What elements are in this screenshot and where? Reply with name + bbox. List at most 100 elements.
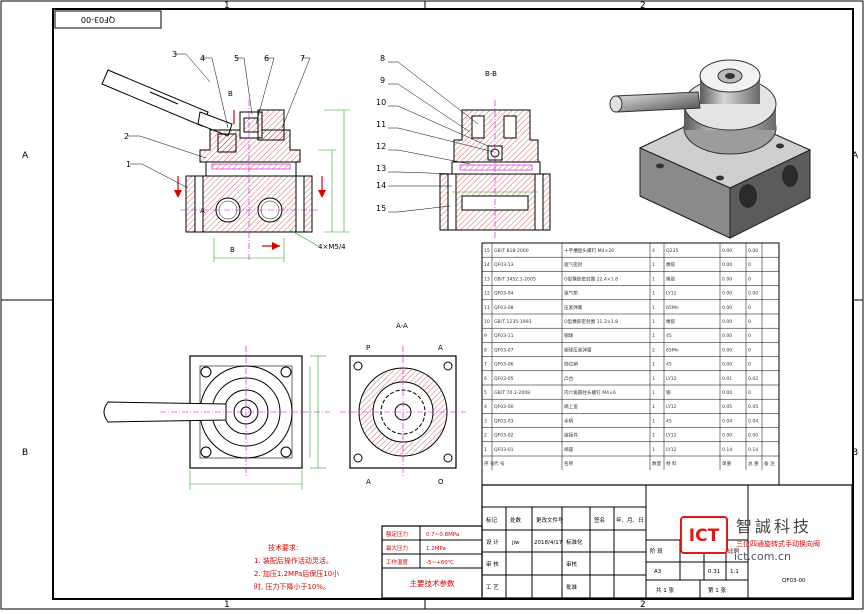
param-label-3: 工作温度 — [386, 558, 409, 566]
top-view — [103, 346, 330, 490]
bom-cell-name: 连接件 — [564, 432, 578, 439]
bom-cell-no: 7 — [484, 362, 487, 368]
bom-cell-no: 15 — [484, 248, 490, 254]
param-value-2: 1.2MPa — [426, 546, 446, 552]
tb-scale: 比例 — [728, 547, 740, 555]
balloon-11: 11 — [376, 120, 386, 129]
bom-cell-no: 8 — [484, 347, 487, 353]
bom-cell-code: QF03-11 — [494, 333, 514, 339]
bom-cell-unit: 0.14 — [722, 447, 732, 453]
bom-cell-code: GB/T 3452.1-2005 — [494, 276, 536, 282]
bom-cell-no: 5 — [484, 390, 487, 396]
bom-cell-total: 0 — [748, 276, 751, 282]
balloon-5: 5 — [234, 54, 239, 63]
balloon-13: 13 — [376, 164, 386, 173]
bom-cell-code: GB/T 818-2000 — [494, 248, 529, 254]
bom-cell-material: 45 — [666, 418, 672, 424]
bom-cell-material: LY12 — [666, 447, 677, 453]
bom-cell-unit: 0.04 — [722, 418, 732, 424]
bom-cell-name: 压紧弹簧 — [564, 304, 583, 311]
bom-cell-material: Q235 — [666, 248, 678, 254]
bom-cell-total: 0.04 — [748, 418, 758, 424]
bom-cell-unit: 0.00 — [722, 305, 732, 311]
thread-callout: 4×M5/4 — [318, 243, 346, 251]
code-stamp-box — [54, 10, 162, 29]
bom-cell-total: 0 — [748, 362, 751, 368]
bom-cell-total: 0.02 — [748, 376, 758, 382]
tb-scale-value: 1:1 — [730, 569, 739, 575]
balloon-1: 1 — [126, 160, 131, 169]
bom-cell-code: QF03-06 — [494, 362, 514, 368]
bom-cell-qty: 1 — [652, 333, 655, 339]
tb-size: A3 — [654, 569, 662, 575]
balloon-2: 2 — [124, 132, 129, 141]
bom-cell-material: 钢 — [666, 389, 671, 396]
tb-standard: 标准化 — [566, 538, 583, 546]
bom-header-qty: 数量 — [652, 460, 662, 467]
zone-top-2: 2 — [640, 1, 646, 11]
bom-cell-name: 驱气密封 — [564, 261, 583, 268]
bom-cell-code: QF03-08 — [494, 305, 514, 311]
bom-header-material: 材 料 — [666, 460, 677, 467]
bom-cell-material: 45 — [666, 333, 672, 339]
balloon-10: 10 — [376, 98, 386, 107]
watermark-tagline: 三位四通旋转式手动换向阀 — [736, 539, 820, 548]
bom-cell-name: 手柄 — [564, 417, 574, 424]
param-label-2: 最大压力 — [386, 544, 408, 552]
zone-right-b: B — [852, 448, 858, 458]
title-block: 标记 处数 更改文件号 签名 年、月、日 设 计 jiw 2018/4/17 标… — [481, 484, 853, 599]
bom-header-name: 名称 — [564, 460, 574, 467]
notes-title: 技术要求: — [268, 543, 298, 552]
tb-sign: 签名 — [594, 516, 605, 524]
technical-notes: 技术要求: 1. 装配后操作活动灵活。 2. 加压1.2MPa后保压10小 时,… — [254, 543, 339, 591]
bom-cell-qty: 1 — [652, 319, 655, 325]
balloon-14: 14 — [376, 181, 386, 190]
cut-marker-b2: B — [230, 246, 235, 254]
tb-review-2: 审核 — [566, 560, 578, 568]
bom-cell-qty: 4 — [652, 248, 655, 254]
bom-cell-material: LY12 — [666, 433, 677, 439]
bom-cell-unit: 0.01 — [722, 376, 732, 382]
section-aa-title: A-A — [396, 322, 408, 330]
watermark-logo: ICT — [689, 526, 720, 546]
bom-cell-material: 65Mn — [666, 347, 679, 353]
tb-design-date: 2018/4/17 — [534, 540, 563, 546]
param-title: 主要技术参数 — [410, 578, 455, 588]
bom-cell-name: 凸台 — [564, 375, 574, 382]
bom-cell-name: 内六角圆柱头螺钉 M4×6 — [564, 389, 616, 396]
bom-cell-name: 挡位销 — [564, 361, 578, 368]
bom-cell-unit: 0.00 — [722, 276, 732, 282]
bom-cell-total: 0 — [748, 333, 751, 339]
isometric-render — [609, 59, 812, 239]
tb-drawing-no: QF03-00 — [782, 578, 806, 584]
bom-cell-name: 钢球压紧弹簧 — [564, 346, 592, 353]
bom-cell-code: QF03-13 — [494, 262, 514, 268]
bom-cell-code: QF03-00 — [494, 404, 514, 410]
bom-cell-unit: 0.00 — [722, 262, 732, 268]
tb-sheets: 共 1 张 — [656, 586, 674, 594]
param-value-1: 0.7~0.8MPa — [426, 532, 459, 538]
bom-cell-material: 橡胶 — [666, 275, 676, 282]
bom-cell-code: QF03-03 — [494, 418, 514, 424]
bom-cell-no: 2 — [484, 433, 487, 439]
front-section-view: A 4×M5/4 B B — [101, 69, 350, 262]
bom-cell-material: LY12 — [666, 291, 677, 297]
balloon-12: 12 — [376, 142, 386, 151]
bom-cell-code: QF03-05 — [494, 376, 514, 382]
leaders-front — [128, 53, 311, 189]
code-stamp: QF03-00 — [81, 15, 115, 24]
bom-cell-material: 65Mn — [666, 305, 679, 311]
bom-cell-name: O型橡胶密封圈 11.2×1.8 — [564, 318, 618, 325]
section-aa-view: A-A P A A O — [340, 322, 466, 486]
bom-cell-no: 9 — [484, 333, 487, 339]
bom-cell-unit: 0.00 — [722, 390, 732, 396]
tb-process: 工 艺 — [486, 584, 499, 591]
bom-cell-unit: 0.00 — [722, 319, 732, 325]
param-label-1: 额定压力 — [386, 530, 408, 538]
bom-cell-unit: 0.00 — [722, 248, 732, 254]
tb-designer: jiw — [511, 540, 520, 546]
balloon-6: 6 — [264, 54, 269, 63]
inner-frame — [52, 8, 854, 600]
bom-header-no: 序 号 — [484, 460, 495, 467]
